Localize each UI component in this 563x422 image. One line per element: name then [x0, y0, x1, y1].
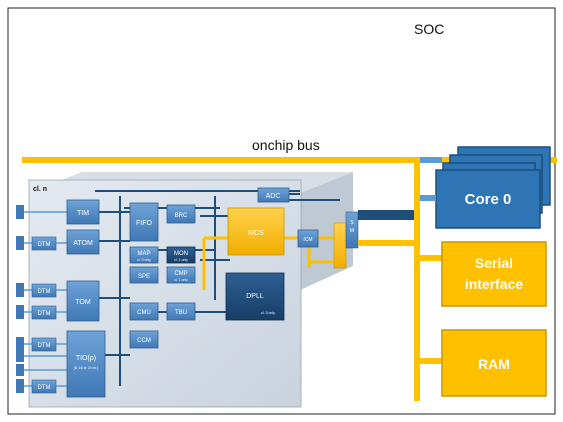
tbu-block	[166, 302, 196, 321]
cmu-label: CMU	[137, 310, 151, 316]
bus-bridge: S M	[333, 210, 414, 269]
serial-interface-label-2: interface	[465, 276, 524, 292]
icm-block	[297, 229, 319, 248]
tio-label: TIO(p)	[76, 355, 96, 362]
adc-block	[257, 187, 290, 203]
dtm-tio-1-label: DTM	[38, 343, 51, 349]
dtm-tom-2-block	[31, 305, 57, 320]
port-tio-1	[16, 337, 24, 351]
soc-title: SOC	[414, 21, 444, 37]
tio-sublabel: (8, 16 or 24 ch.)	[74, 366, 99, 370]
port-tim	[16, 205, 24, 219]
bridge-to-core-link	[358, 210, 414, 220]
dpll-block	[225, 272, 285, 321]
mon-label: MON	[174, 251, 188, 257]
brc-block	[166, 204, 196, 224]
dpll-sublabel: cl. 0 only	[261, 311, 275, 315]
port-tom-1	[16, 283, 24, 297]
tim-label: TIM	[77, 210, 89, 217]
dtm-atom-block	[31, 236, 57, 251]
serial-bus-tap	[420, 255, 442, 261]
cluster-label: cl. n	[33, 186, 47, 193]
onchip-bus-label: onchip bus	[252, 137, 320, 153]
mcs-label: MCS	[248, 230, 264, 237]
timer-modules: TIM ATOM TOM TIO(p) (8, 16 or 24 ch.)	[66, 199, 106, 398]
dtm-group: DTM DTM DTM DTM DTM	[16, 205, 57, 394]
cmp-block	[166, 266, 196, 284]
onchip-bus	[22, 157, 557, 163]
port-tio-4	[16, 379, 24, 393]
core-connector	[420, 195, 436, 201]
ccm-label: CCM	[137, 338, 151, 344]
middle-modules: FIFO MAP cl. 0 only SPE CMU CCM BRC MON …	[129, 202, 196, 349]
ccm-block	[129, 330, 159, 349]
bridge-to-bus-link	[358, 240, 414, 246]
mon-block	[166, 246, 196, 264]
adc-label: ADC	[266, 193, 281, 200]
cmu-block	[129, 302, 159, 321]
fifo-block	[129, 202, 159, 242]
ram-box	[441, 329, 547, 397]
dtm-tio-1-block	[31, 337, 57, 352]
tim-block	[66, 199, 100, 225]
right-modules: ADC MCS ICM DPLL cl. 0 only	[225, 187, 319, 321]
map-block	[129, 246, 159, 264]
dtm-tom-2-label: DTM	[38, 311, 51, 317]
ram-bus-tap	[420, 358, 442, 364]
dtm-tio-2-label: DTM	[38, 385, 51, 391]
tom-label: TOM	[75, 299, 91, 306]
dpll-label: DPLL	[246, 293, 264, 300]
spe-block	[129, 266, 159, 284]
core-0-box	[435, 169, 541, 229]
tom-block	[66, 280, 100, 322]
tio-block	[66, 330, 106, 398]
cmp-sublabel: cl. 1 only	[174, 278, 188, 282]
tbu-label: TBU	[175, 310, 187, 316]
core-stack: Core 0	[435, 146, 551, 229]
mcs-block	[227, 207, 285, 256]
port-tio-2	[16, 350, 24, 362]
map-label: MAP	[137, 251, 150, 257]
atom-block	[66, 229, 100, 255]
dtm-tom-1-label: DTM	[38, 289, 51, 295]
serial-interface-label-1: Serial	[475, 255, 513, 271]
port-atom	[16, 236, 24, 250]
bridge-blue-block	[345, 211, 359, 249]
dtm-atom-label: DTM	[38, 242, 51, 248]
bus-vertical-trunk	[414, 157, 420, 401]
serial-interface-box	[441, 241, 547, 307]
port-tom-2	[16, 305, 24, 319]
dtm-tio-2-block	[31, 379, 57, 394]
cmp-label: CMP	[174, 271, 187, 277]
mon-sublabel: cl. 1 only	[174, 258, 188, 262]
map-sublabel: cl. 0 only	[137, 258, 151, 262]
bridge-label-s: S	[350, 220, 354, 226]
spe-label: SPE	[138, 274, 150, 280]
port-tio-3	[16, 364, 24, 376]
brc-label: BRC	[175, 213, 188, 219]
atom-label: ATOM	[73, 240, 93, 247]
ram-label: RAM	[478, 356, 510, 372]
fifo-label: FIFO	[136, 220, 152, 227]
dtm-tom-1-block	[31, 283, 57, 298]
core-0-label: Core 0	[465, 191, 512, 208]
icm-label: ICM	[303, 237, 312, 243]
bridge-gold-block	[333, 222, 347, 269]
bridge-label-m: M	[350, 228, 354, 234]
core-bus-tap-top	[420, 157, 442, 163]
